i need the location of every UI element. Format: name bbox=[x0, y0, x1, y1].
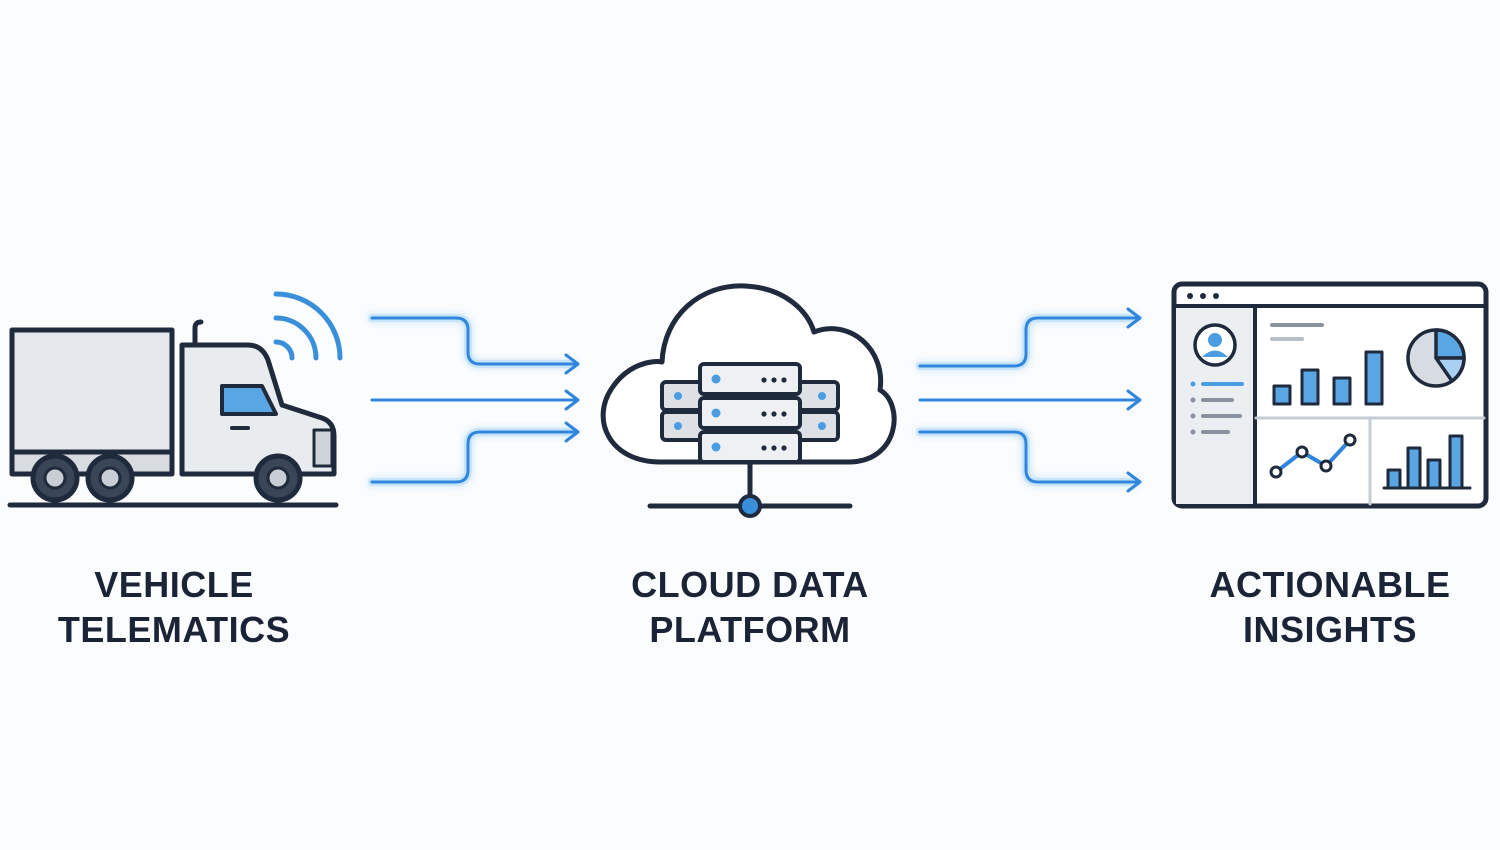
connector-cloud-to-insights bbox=[916, 307, 1142, 493]
data-flow-arrow bbox=[368, 314, 580, 375]
truck-grille bbox=[312, 428, 334, 468]
truck-cargo-box bbox=[9, 327, 175, 455]
connector-vehicle-to-cloud bbox=[368, 314, 580, 486]
truck-wheel bbox=[85, 453, 135, 503]
window-control-dot bbox=[1200, 293, 1206, 299]
stage-label-actionable-insights: ACTIONABLE INSIGHTS bbox=[1150, 562, 1500, 652]
wireless-signal-icon bbox=[273, 291, 343, 361]
data-flow-arrow bbox=[916, 307, 1142, 370]
data-flow-arrow bbox=[368, 421, 580, 486]
line-chart-icon bbox=[1269, 433, 1357, 479]
window-control-dot bbox=[1213, 293, 1219, 299]
truck-icon bbox=[7, 319, 339, 508]
data-flow-arrow bbox=[916, 389, 1142, 411]
window-control-dot bbox=[1187, 293, 1193, 299]
label-line: TELEMATICS bbox=[57, 609, 291, 650]
label-line: VEHICLE bbox=[94, 564, 254, 605]
truck-wheel bbox=[253, 453, 303, 503]
label-line: PLATFORM bbox=[649, 609, 851, 650]
sidebar-menu-lines bbox=[1190, 381, 1244, 435]
bar-chart-icon bbox=[1382, 434, 1472, 490]
bar-chart-icon bbox=[1272, 350, 1384, 406]
user-avatar-icon bbox=[1193, 323, 1237, 367]
cloud-server-icon bbox=[600, 283, 897, 518]
dashboard-icon bbox=[1171, 281, 1489, 509]
stage-label-cloud-data-platform: CLOUD DATA PLATFORM bbox=[570, 562, 930, 652]
label-line: INSIGHTS bbox=[1242, 609, 1417, 650]
label-line: CLOUD DATA bbox=[631, 564, 869, 605]
data-flow-arrow bbox=[368, 389, 580, 411]
data-flow-arrow bbox=[916, 428, 1142, 493]
truck-exhaust bbox=[192, 319, 204, 348]
label-line: ACTIONABLE bbox=[1209, 564, 1451, 605]
server-unit bbox=[698, 430, 802, 464]
stage-label-vehicle-telematics: VEHICLE TELEMATICS bbox=[0, 562, 354, 652]
server-unit bbox=[698, 362, 802, 396]
pie-chart-icon bbox=[1406, 328, 1466, 388]
truck-wheel bbox=[30, 453, 80, 503]
network-node bbox=[738, 494, 762, 518]
truck-window bbox=[220, 384, 278, 416]
server-unit bbox=[698, 396, 802, 430]
